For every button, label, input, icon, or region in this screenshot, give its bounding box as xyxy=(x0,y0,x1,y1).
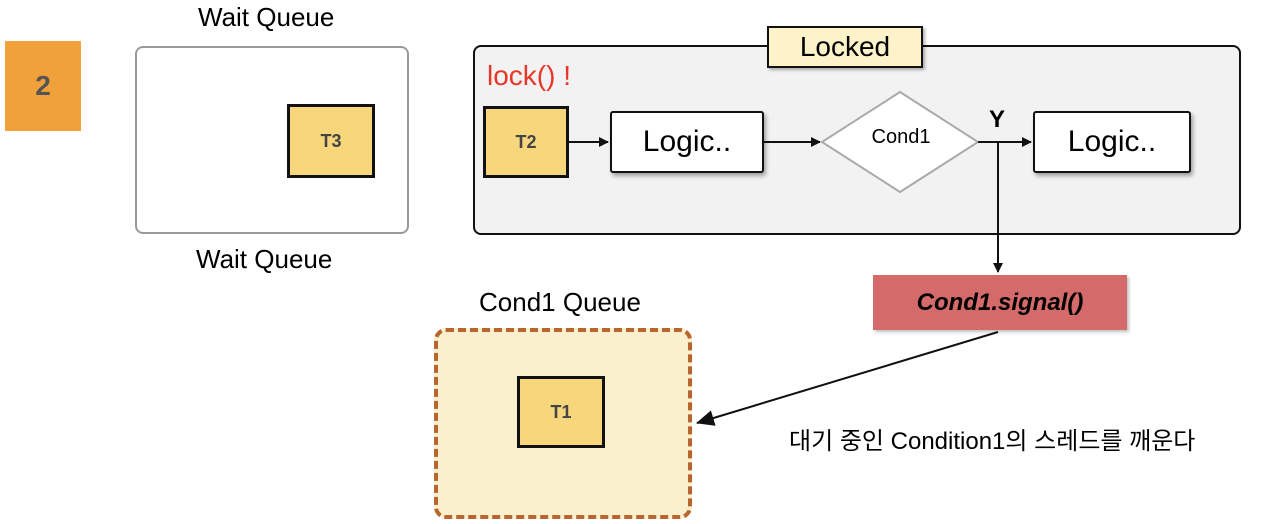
condition-diamond xyxy=(820,90,980,194)
cond-queue-title: Cond1 Queue xyxy=(479,287,641,317)
thread-t1: T1 xyxy=(517,376,605,448)
wait-queue-title-bottom: Wait Queue xyxy=(196,244,333,274)
logic-box-1: Logic.. xyxy=(610,111,764,173)
step-badge: 2 xyxy=(5,41,81,131)
branch-yes-label: Y xyxy=(989,106,1006,133)
logic-box-2: Logic.. xyxy=(1033,111,1191,173)
signal-caption: 대기 중인 Condition1의 스레드를 깨운다 xyxy=(789,428,1196,455)
thread-t3: T3 xyxy=(287,104,375,178)
locked-tag: Locked xyxy=(767,26,923,68)
wait-queue-title-top: Wait Queue xyxy=(198,2,335,32)
condition-label: Cond1 xyxy=(871,126,931,148)
thread-t2: T2 xyxy=(483,106,569,178)
signal-box: Cond1.signal() xyxy=(873,275,1127,330)
arrow-signal-to-queue xyxy=(696,331,999,426)
lock-call-text: lock() ! xyxy=(487,60,571,91)
